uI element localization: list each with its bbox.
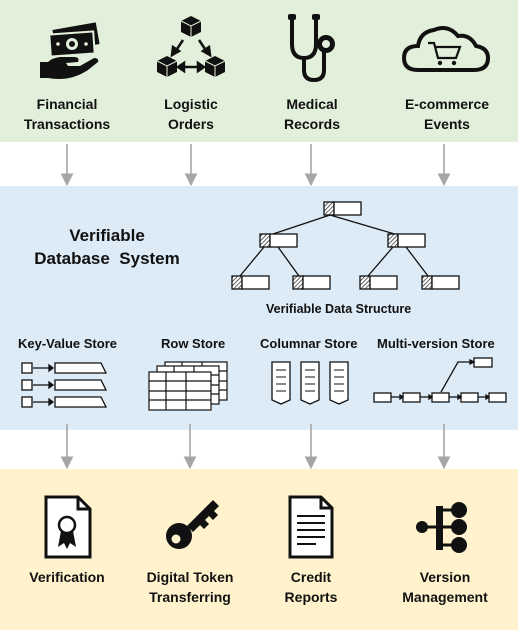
row-store-icon (148, 361, 228, 411)
data-structure-label: Verifiable Data Structure (266, 302, 412, 316)
store-label-multi-version: Multi-version Store (377, 336, 495, 351)
merkle-tree (231, 201, 460, 290)
source-label-financial: Financial Transactions (23, 96, 111, 132)
source-label-medical: Medical Records (283, 96, 341, 132)
document-icon (288, 495, 334, 559)
key-value-store-icon (21, 362, 108, 408)
store-label-row: Row Store (161, 336, 226, 351)
source-label-logistic: Logistic Orders (164, 96, 218, 132)
columnar-store-icon (271, 361, 349, 405)
hierarchy-icon (416, 502, 467, 553)
app-label-version-management: Version Management (402, 569, 488, 605)
money-hand-icon (40, 22, 100, 79)
cloud-cart-icon (401, 26, 491, 72)
system-title: Verifiable Database System (34, 226, 180, 268)
store-label-columnar: Columnar Store (260, 336, 358, 351)
key-icon (166, 500, 219, 549)
app-label-credit-reports: Credit Reports (284, 569, 338, 605)
multi-version-store-icon (373, 357, 507, 403)
app-label-verification: Verification (29, 569, 105, 585)
store-label-key-value: Key-Value Store (18, 336, 117, 351)
certificate-icon (44, 495, 92, 559)
boxes-cycle-icon (156, 16, 226, 77)
stethoscope-icon (288, 14, 335, 83)
source-label-ecommerce: E-commerce Events (404, 96, 490, 132)
app-label-digital-token: Digital Token Transferring (146, 569, 234, 605)
